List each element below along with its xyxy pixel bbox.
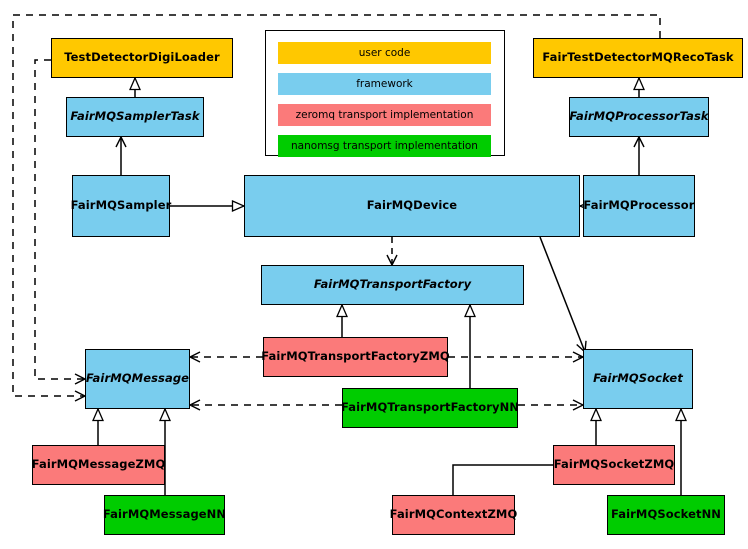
class-node-fairmqsocketnn[interactable]: FairMQSocketNN (607, 495, 725, 535)
legend-item-zeromq: zeromq transport implementation (278, 104, 491, 126)
legend-item-nanomsg: nanomsg transport implementation (278, 135, 491, 157)
class-node-testdetectordigiloader[interactable]: TestDetectorDigiLoader (51, 38, 233, 78)
class-node-fairmqsampler[interactable]: FairMQSampler (71, 175, 171, 237)
class-node-fairmqsocketzmq[interactable]: FairMQSocketZMQ (553, 445, 675, 485)
class-node-fairmqmessage[interactable]: FairMQMessage (85, 349, 190, 409)
edge-socketzmq-composition-contextzmq (452, 459, 570, 495)
edge-device-to-socket (539, 236, 585, 352)
class-node-fairmqtransportfactoryzmq[interactable]: FairMQTransportFactoryZMQ (261, 337, 450, 377)
class-node-fairmqtransportfactorynn[interactable]: FairMQTransportFactoryNN (341, 388, 519, 428)
class-node-fairmqsocket[interactable]: FairMQSocket (583, 349, 693, 409)
class-node-fairmqmessagenn[interactable]: FairMQMessageNN (103, 495, 226, 535)
class-node-fairmqprocessortask[interactable]: FairMQProcessorTask (569, 97, 709, 137)
class-node-fairmqdevice[interactable]: FairMQDevice (244, 175, 580, 237)
class-node-fairmqtransportfactory[interactable]: FairMQTransportFactory (261, 265, 524, 305)
legend-item-framework: framework (278, 73, 491, 95)
class-node-fairmqcontextzmq[interactable]: FairMQContextZMQ (390, 495, 517, 535)
legend-item-user-code: user code (278, 42, 491, 64)
color-legend: user code framework zeromq transport imple… (265, 30, 505, 157)
class-node-fairmqmessagezmq[interactable]: FairMQMessageZMQ (32, 445, 165, 485)
class-node-fairmqsamplertask[interactable]: FairMQSamplerTask (66, 97, 204, 137)
class-node-fairtestdetectormqrecotask[interactable]: FairTestDetectorMQRecoTask (533, 38, 743, 78)
class-node-fairmqprocessor[interactable]: FairMQProcessor (583, 175, 695, 237)
